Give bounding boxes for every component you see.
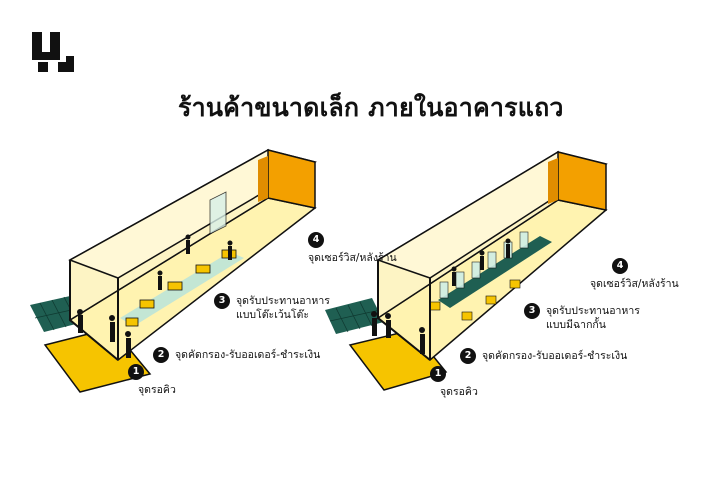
callout-number: 4 [612, 258, 628, 274]
callout-number: 3 [524, 303, 540, 319]
right-callout-1: 1 จุดรอคิว [430, 366, 478, 399]
left-callout-4: 4 จุดเซอร์วิส/หลังร้าน [308, 232, 397, 265]
callout-number: 3 [214, 293, 230, 309]
callout-label: จุดรอคิว [138, 384, 176, 396]
callout-label: จุดเซอร์วิส/หลังร้าน [590, 278, 679, 290]
callout-label-line2: แบบโต๊ะเว้นโต๊ะ [236, 309, 309, 321]
callout-number: 2 [460, 348, 476, 364]
callout-number: 2 [153, 347, 169, 363]
right-callout-2: 2 จุดคัดกรอง-รับออเดอร์-ชำระเงิน [460, 348, 627, 364]
page-title: ร้านค้าขนาดเล็ก ภายในอาคารแถว [178, 93, 564, 122]
callout-label: จุดรอคิว [440, 386, 478, 398]
callout-label: จุดคัดกรอง-รับออเดอร์-ชำระเงิน [175, 349, 321, 361]
callout-label: จุดรับประทานอาหาร [236, 295, 330, 307]
callout-label: จุดคัดกรอง-รับออเดอร์-ชำระเงิน [482, 350, 628, 362]
callout-label: จุดเซอร์วิส/หลังร้าน [308, 252, 397, 264]
right-callout-3: 3 จุดรับประทานอาหาร แบบมีฉากกั้น [524, 303, 640, 332]
brand-logo-icon [32, 32, 74, 72]
callout-number: 1 [128, 364, 144, 380]
left-callout-1: 1 จุดรอคิว [128, 364, 176, 397]
left-callout-2: 2 จุดคัดกรอง-รับออเดอร์-ชำระเงิน [153, 347, 320, 363]
right-callout-4: 4 จุดเซอร์วิส/หลังร้าน [590, 258, 679, 291]
callout-number: 1 [430, 366, 446, 382]
right-service-room [557, 151, 607, 211]
left-callout-3: 3 จุดรับประทานอาหาร แบบโต๊ะเว้นโต๊ะ [214, 293, 330, 322]
callout-label-line2: แบบมีฉากกั้น [546, 319, 606, 331]
callout-number: 4 [308, 232, 324, 248]
callout-label: จุดรับประทานอาหาร [546, 305, 640, 317]
